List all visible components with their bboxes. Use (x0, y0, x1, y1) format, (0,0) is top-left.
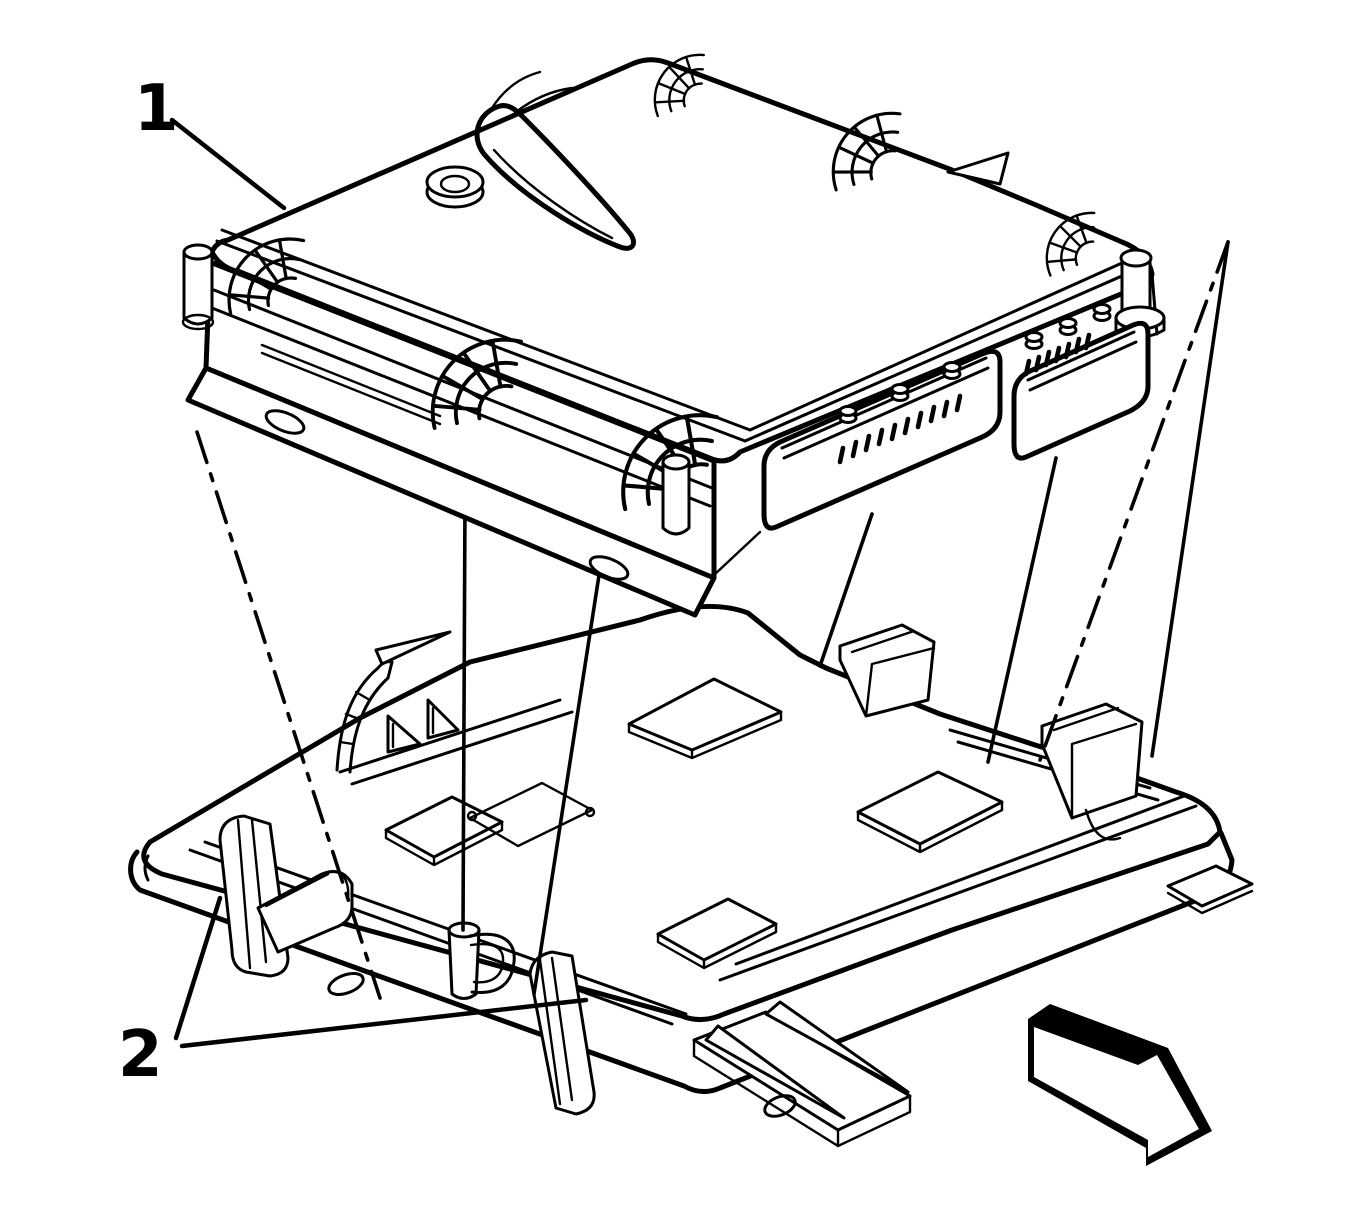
connector-pins (1023, 332, 1092, 377)
control-module-drawing (181, 52, 1166, 618)
module-bushing (181, 243, 215, 331)
projection-line-right (1150, 240, 1230, 758)
callout-2-leader-line (173, 895, 223, 1041)
module-fin (946, 151, 1010, 186)
connector-pins (837, 393, 963, 465)
bracket-pad (856, 770, 1004, 854)
callout-2-leader-line (179, 997, 589, 1049)
alignment-pin-post (447, 921, 516, 1000)
module-connector-1 (761, 348, 1003, 531)
callouts: 1 2 (118, 72, 589, 1092)
callout-2-label: 2 (118, 1018, 163, 1092)
projection-line-left-dashdot (195, 430, 382, 1000)
bracket-triangle-tabs (386, 698, 460, 754)
bracket-mounting-ear (692, 1000, 912, 1148)
bracket-clip (1040, 702, 1144, 841)
callout-1-leader-line (169, 117, 287, 211)
bracket-deck (141, 604, 1223, 1022)
connector-bumps (838, 361, 962, 424)
module-bushing (661, 453, 762, 577)
mounting-bracket-drawing (128, 604, 1254, 1148)
projection-line-right-dashdot (1038, 240, 1230, 762)
projection-line-connector-left (818, 512, 874, 668)
module-mount-hole (588, 555, 630, 581)
module-mount-hole (264, 409, 306, 435)
bracket-curved-flange (335, 630, 452, 774)
arrow-front-face (1034, 1027, 1199, 1157)
bracket-hole (327, 972, 365, 996)
bracket-pad (656, 897, 778, 970)
module-flange (185, 365, 717, 618)
bracket-recess (468, 781, 594, 848)
connector-bumps (1024, 303, 1112, 350)
bracket-retainer-clip (528, 950, 596, 1116)
bracket-pad (1166, 864, 1254, 915)
module-cylindrical-boss (425, 165, 485, 209)
projection-line-connector-right (986, 456, 1058, 764)
module-teardrop-feature (474, 70, 637, 251)
direction-arrow-icon (1028, 1004, 1212, 1166)
bracket-clip (838, 623, 936, 718)
module-connector-2 (1011, 303, 1151, 461)
projection-line-left (532, 554, 604, 996)
ear-bolt-hole (763, 1094, 797, 1118)
module-bushing (1114, 248, 1166, 339)
callout-1-label: 1 (134, 72, 179, 146)
bracket-pad (627, 677, 783, 760)
